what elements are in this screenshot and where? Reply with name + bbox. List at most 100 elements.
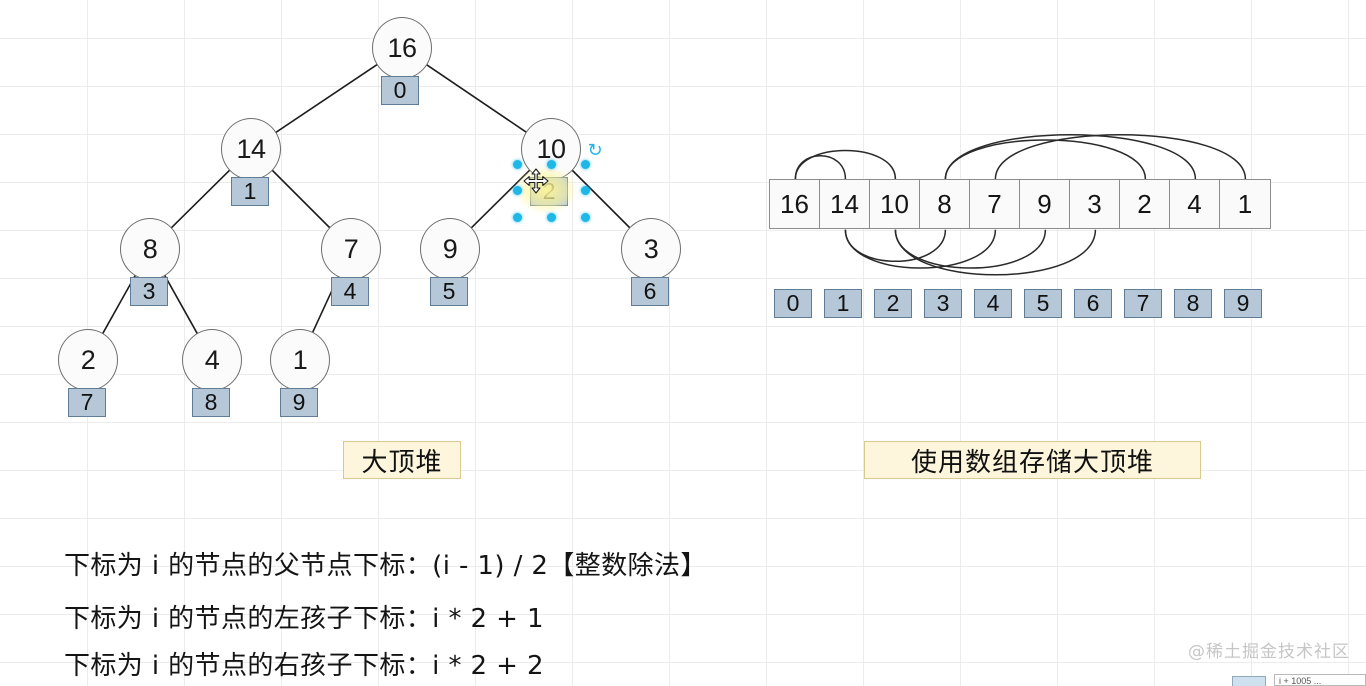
selection-handle-s[interactable] bbox=[547, 213, 556, 222]
rotate-icon[interactable]: ↻ bbox=[587, 140, 603, 160]
array-index-value: 2 bbox=[886, 290, 900, 316]
array-index-value: 3 bbox=[936, 290, 950, 316]
tree-node-1[interactable]: 1 bbox=[270, 329, 330, 391]
selection-handle-se[interactable] bbox=[581, 213, 590, 222]
tree-node-index-7[interactable]: 7 bbox=[68, 388, 106, 417]
tree-node-3[interactable]: 3 bbox=[621, 218, 681, 280]
index-value: 1 bbox=[243, 178, 257, 204]
array-cell-9[interactable]: 1 bbox=[1220, 180, 1270, 228]
index-value: 4 bbox=[343, 278, 357, 304]
tree-node-index-1[interactable]: 1 bbox=[231, 177, 269, 206]
array-cell-value: 10 bbox=[880, 188, 909, 219]
array-arc-3-8 bbox=[944, 134, 1197, 180]
tree-node-16[interactable]: 16 bbox=[372, 17, 432, 79]
selection-handle-w[interactable] bbox=[513, 186, 522, 195]
array-arc-1-3 bbox=[844, 229, 947, 263]
array-arc-0-2 bbox=[794, 149, 897, 180]
tree-edge bbox=[274, 63, 379, 134]
tree-edge bbox=[163, 273, 199, 336]
array-arc-2-5 bbox=[894, 229, 1047, 269]
array-cell-value: 4 bbox=[1187, 188, 1202, 219]
array-index-value: 9 bbox=[1236, 290, 1250, 316]
array-cell-1[interactable]: 14 bbox=[820, 180, 870, 228]
tree-node-7[interactable]: 7 bbox=[321, 218, 381, 280]
tree-node-index-8[interactable]: 8 bbox=[192, 388, 230, 417]
bottom-chrome-field: i + 1005 ... bbox=[1274, 674, 1366, 686]
array-cell-value: 2 bbox=[1137, 188, 1152, 219]
array-index-chip-4[interactable]: 4 bbox=[974, 289, 1012, 318]
tree-node-4[interactable]: 4 bbox=[182, 329, 242, 391]
bottom-chrome-strip: i + 1005 ... bbox=[1232, 674, 1366, 686]
tree-node-index-6[interactable]: 6 bbox=[631, 277, 669, 306]
tree-node-index-0[interactable]: 0 bbox=[381, 76, 419, 105]
tree-node-value: 3 bbox=[643, 233, 659, 264]
array-index-chip-8[interactable]: 8 bbox=[1174, 289, 1212, 318]
tree-node-2[interactable]: 2 bbox=[58, 329, 118, 391]
tree-node-index-4[interactable]: 4 bbox=[331, 277, 369, 306]
array-cell-7[interactable]: 2 bbox=[1120, 180, 1170, 228]
index-value: 6 bbox=[643, 278, 657, 304]
array-cell-4[interactable]: 7 bbox=[970, 180, 1020, 228]
array-index-value: 0 bbox=[786, 290, 800, 316]
tree-node-14[interactable]: 14 bbox=[221, 118, 281, 180]
tree-node-index-3[interactable]: 3 bbox=[130, 277, 168, 306]
array-cell-0[interactable]: 16 bbox=[770, 180, 820, 228]
array-index-chip-1[interactable]: 1 bbox=[824, 289, 862, 318]
tree-node-index-9[interactable]: 9 bbox=[280, 388, 318, 417]
array-arc-3-7 bbox=[944, 139, 1147, 180]
array-index-chip-6[interactable]: 6 bbox=[1074, 289, 1112, 318]
array-index-value: 8 bbox=[1186, 290, 1200, 316]
tree-node-value: 9 bbox=[442, 233, 458, 264]
selection-handle-n[interactable] bbox=[547, 160, 556, 169]
array-arc-0-1 bbox=[794, 155, 847, 180]
selection-handles[interactable] bbox=[513, 160, 591, 222]
array-cell-value: 1 bbox=[1237, 188, 1253, 219]
array-cell-3[interactable]: 8 bbox=[920, 180, 970, 228]
array-index-chip-5[interactable]: 5 bbox=[1024, 289, 1062, 318]
array-index-value: 1 bbox=[836, 290, 850, 316]
formula-left-child-index: 下标为 i 的节点的左孩子下标：i * 2 + 1 bbox=[64, 604, 544, 634]
array-index-chip-7[interactable]: 7 bbox=[1124, 289, 1162, 318]
array-index-chip-9[interactable]: 9 bbox=[1224, 289, 1262, 318]
array-index-chip-2[interactable]: 2 bbox=[874, 289, 912, 318]
caption-array-storage: 使用数组存储大顶堆 bbox=[864, 441, 1201, 479]
tree-node-9[interactable]: 9 bbox=[420, 218, 480, 280]
index-value: 8 bbox=[204, 389, 218, 415]
tree-node-index-5[interactable]: 5 bbox=[430, 277, 468, 306]
array-cell-5[interactable]: 9 bbox=[1020, 180, 1070, 228]
array-cell-value: 9 bbox=[1037, 188, 1052, 219]
array-cell-8[interactable]: 4 bbox=[1170, 180, 1220, 228]
tree-node-value: 16 bbox=[387, 32, 417, 63]
array-index-chip-3[interactable]: 3 bbox=[924, 289, 962, 318]
tree-edge bbox=[425, 63, 528, 134]
selection-handle-ne[interactable] bbox=[581, 160, 590, 169]
caption-max-heap: 大顶堆 bbox=[343, 441, 461, 479]
array-arc-2-6 bbox=[894, 229, 1097, 276]
array-cell-value: 16 bbox=[780, 188, 809, 219]
array-index-chip-0[interactable]: 0 bbox=[774, 289, 812, 318]
selection-handle-nw[interactable] bbox=[513, 160, 522, 169]
tree-node-value: 14 bbox=[236, 133, 266, 164]
array-cell-value: 14 bbox=[830, 188, 859, 219]
array-cell-value: 3 bbox=[1087, 188, 1102, 219]
tree-edge bbox=[270, 168, 332, 230]
index-value: 0 bbox=[393, 77, 407, 103]
selection-handle-e[interactable] bbox=[581, 186, 590, 195]
index-value: 3 bbox=[142, 278, 156, 304]
array-index-value: 5 bbox=[1036, 290, 1050, 316]
tree-node-value: 2 bbox=[80, 344, 96, 375]
tree-node-value: 10 bbox=[536, 133, 566, 164]
watermark: @稀土掘金技术社区 bbox=[1188, 642, 1350, 662]
array-arc-1-4 bbox=[844, 229, 997, 269]
move-cursor-icon bbox=[523, 168, 549, 194]
array-cell-2[interactable]: 10 bbox=[870, 180, 920, 228]
selection-handle-sw[interactable] bbox=[513, 213, 522, 222]
array-cell-value: 7 bbox=[987, 188, 1002, 219]
array-cell-6[interactable]: 3 bbox=[1070, 180, 1120, 228]
tree-node-8[interactable]: 8 bbox=[120, 218, 180, 280]
array-arc-4-9 bbox=[994, 134, 1247, 180]
index-value: 7 bbox=[80, 389, 94, 415]
